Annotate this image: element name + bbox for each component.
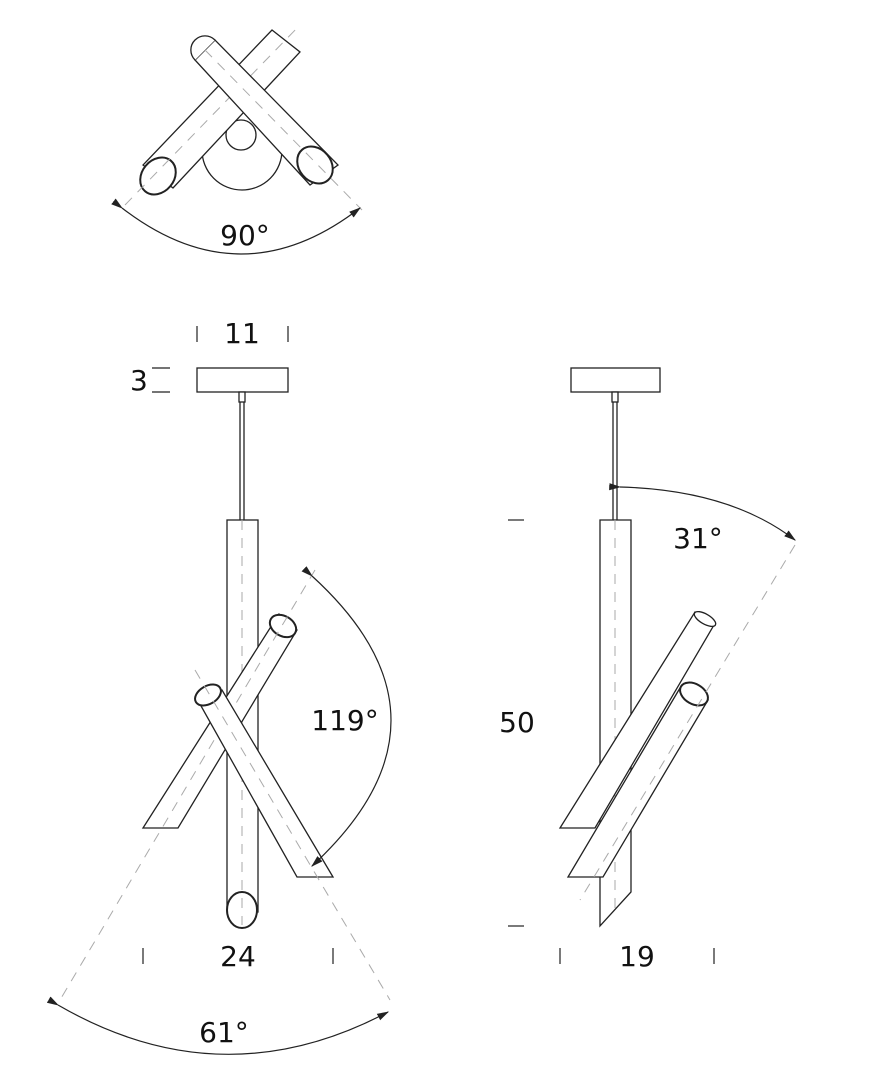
- top-view: 90°: [111, 24, 363, 255]
- label-50: 50: [499, 706, 535, 739]
- angle-arc-61: [46, 996, 390, 1055]
- label-19: 19: [619, 940, 655, 973]
- canopy-top-outline: [201, 149, 283, 191]
- tube-d: [566, 544, 796, 901]
- tube-top-right: [190, 35, 363, 211]
- side-view: 31° 50 19: [499, 367, 796, 973]
- angle-arc-90: [111, 198, 361, 255]
- label-11: 11: [224, 317, 260, 350]
- canopy-side: [570, 367, 661, 393]
- label-90: 90°: [220, 219, 270, 252]
- tube-b: [194, 669, 391, 1001]
- label-61: 61°: [199, 1016, 249, 1049]
- stem-circle: [225, 119, 257, 151]
- label-24: 24: [220, 940, 256, 973]
- canopy: [196, 367, 289, 393]
- angle-arc-119: [301, 566, 392, 867]
- label-3: 3: [130, 364, 148, 397]
- angle-arc-31: [609, 483, 796, 541]
- label-31: 31°: [673, 522, 723, 555]
- front-view: 11 3 119° 24 61°: [46, 317, 392, 1055]
- tube-c: [558, 610, 717, 829]
- label-119: 119°: [311, 704, 378, 737]
- tube-top-left: [124, 24, 301, 206]
